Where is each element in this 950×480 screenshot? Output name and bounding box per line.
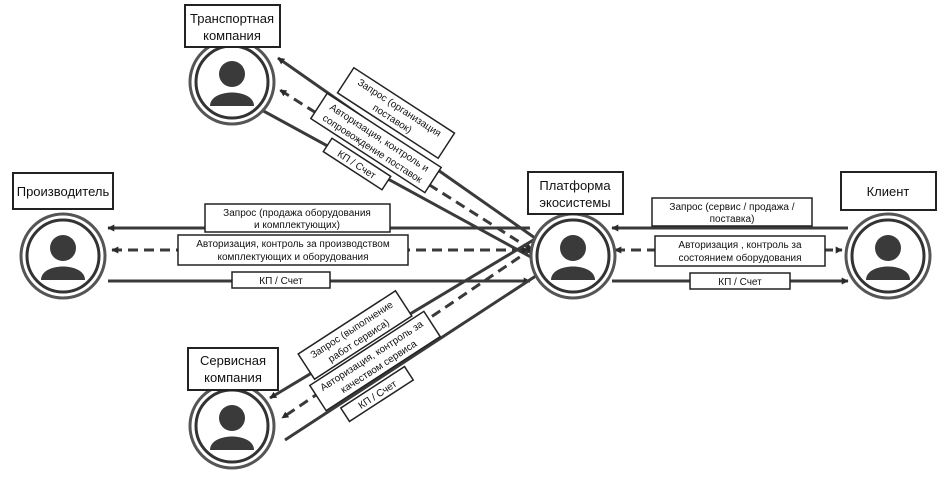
avatar-icon xyxy=(529,212,617,300)
node-producer: Производитель xyxy=(12,172,114,210)
service-kp-line xyxy=(284,266,549,442)
edge-producer-request-line1: Запрос (продажа оборудования xyxy=(223,207,371,219)
edge-client-auth-line1: Авторизация , контроль за xyxy=(678,240,802,251)
avatar-icon xyxy=(188,38,276,126)
edge-client-auth-line2: состоянием оборудования xyxy=(678,252,801,264)
node-platform-line1: Платформа xyxy=(539,178,611,193)
edge-client-request: Запрос (сервис / продажа / поставка) xyxy=(651,197,813,227)
node-transport: Транспортная компания xyxy=(184,4,281,48)
node-transport-line1: Транспортная xyxy=(190,11,274,26)
edge-client-request-line2: поставка) xyxy=(710,214,755,225)
edge-client-request-line1: Запрос (сервис / продажа / xyxy=(669,202,794,213)
node-platform: Платформа экосистемы xyxy=(527,171,624,215)
edge-producer-request: Запрос (продажа оборудования и комплекту… xyxy=(204,203,391,233)
node-service-line2: компания xyxy=(204,370,262,385)
edge-producer-auth: Авторизация, контроль за производством к… xyxy=(177,234,409,266)
node-service: Сервисная компания xyxy=(187,347,279,391)
node-service-line1: Сервисная xyxy=(200,353,266,368)
node-transport-line2: компания xyxy=(203,28,261,43)
edge-producer-auth-line1: Авторизация, контроль за производством xyxy=(196,239,390,250)
edge-producer-auth-line2: комплектующих и оборудования xyxy=(217,251,368,263)
edge-client-kp: КП / Счет xyxy=(689,272,791,290)
edge-producer-request-line2: и комплектующих) xyxy=(254,220,340,231)
node-client: Клиент xyxy=(840,171,937,211)
edge-client-kp-line1: КП / Счет xyxy=(718,277,762,288)
avatar-icon xyxy=(19,212,107,300)
edge-producer-kp: КП / Счет xyxy=(231,271,331,289)
edge-client-auth: Авторизация , контроль за состоянием обо… xyxy=(654,235,826,267)
node-producer-line1: Производитель xyxy=(17,184,110,199)
node-platform-line2: экосистемы xyxy=(539,195,610,210)
transport-kp-line xyxy=(257,106,541,264)
node-client-line1: Клиент xyxy=(867,184,910,199)
avatar-icon xyxy=(844,212,932,300)
avatar-icon xyxy=(188,382,276,470)
edge-producer-kp-line1: КП / Счет xyxy=(259,276,303,287)
